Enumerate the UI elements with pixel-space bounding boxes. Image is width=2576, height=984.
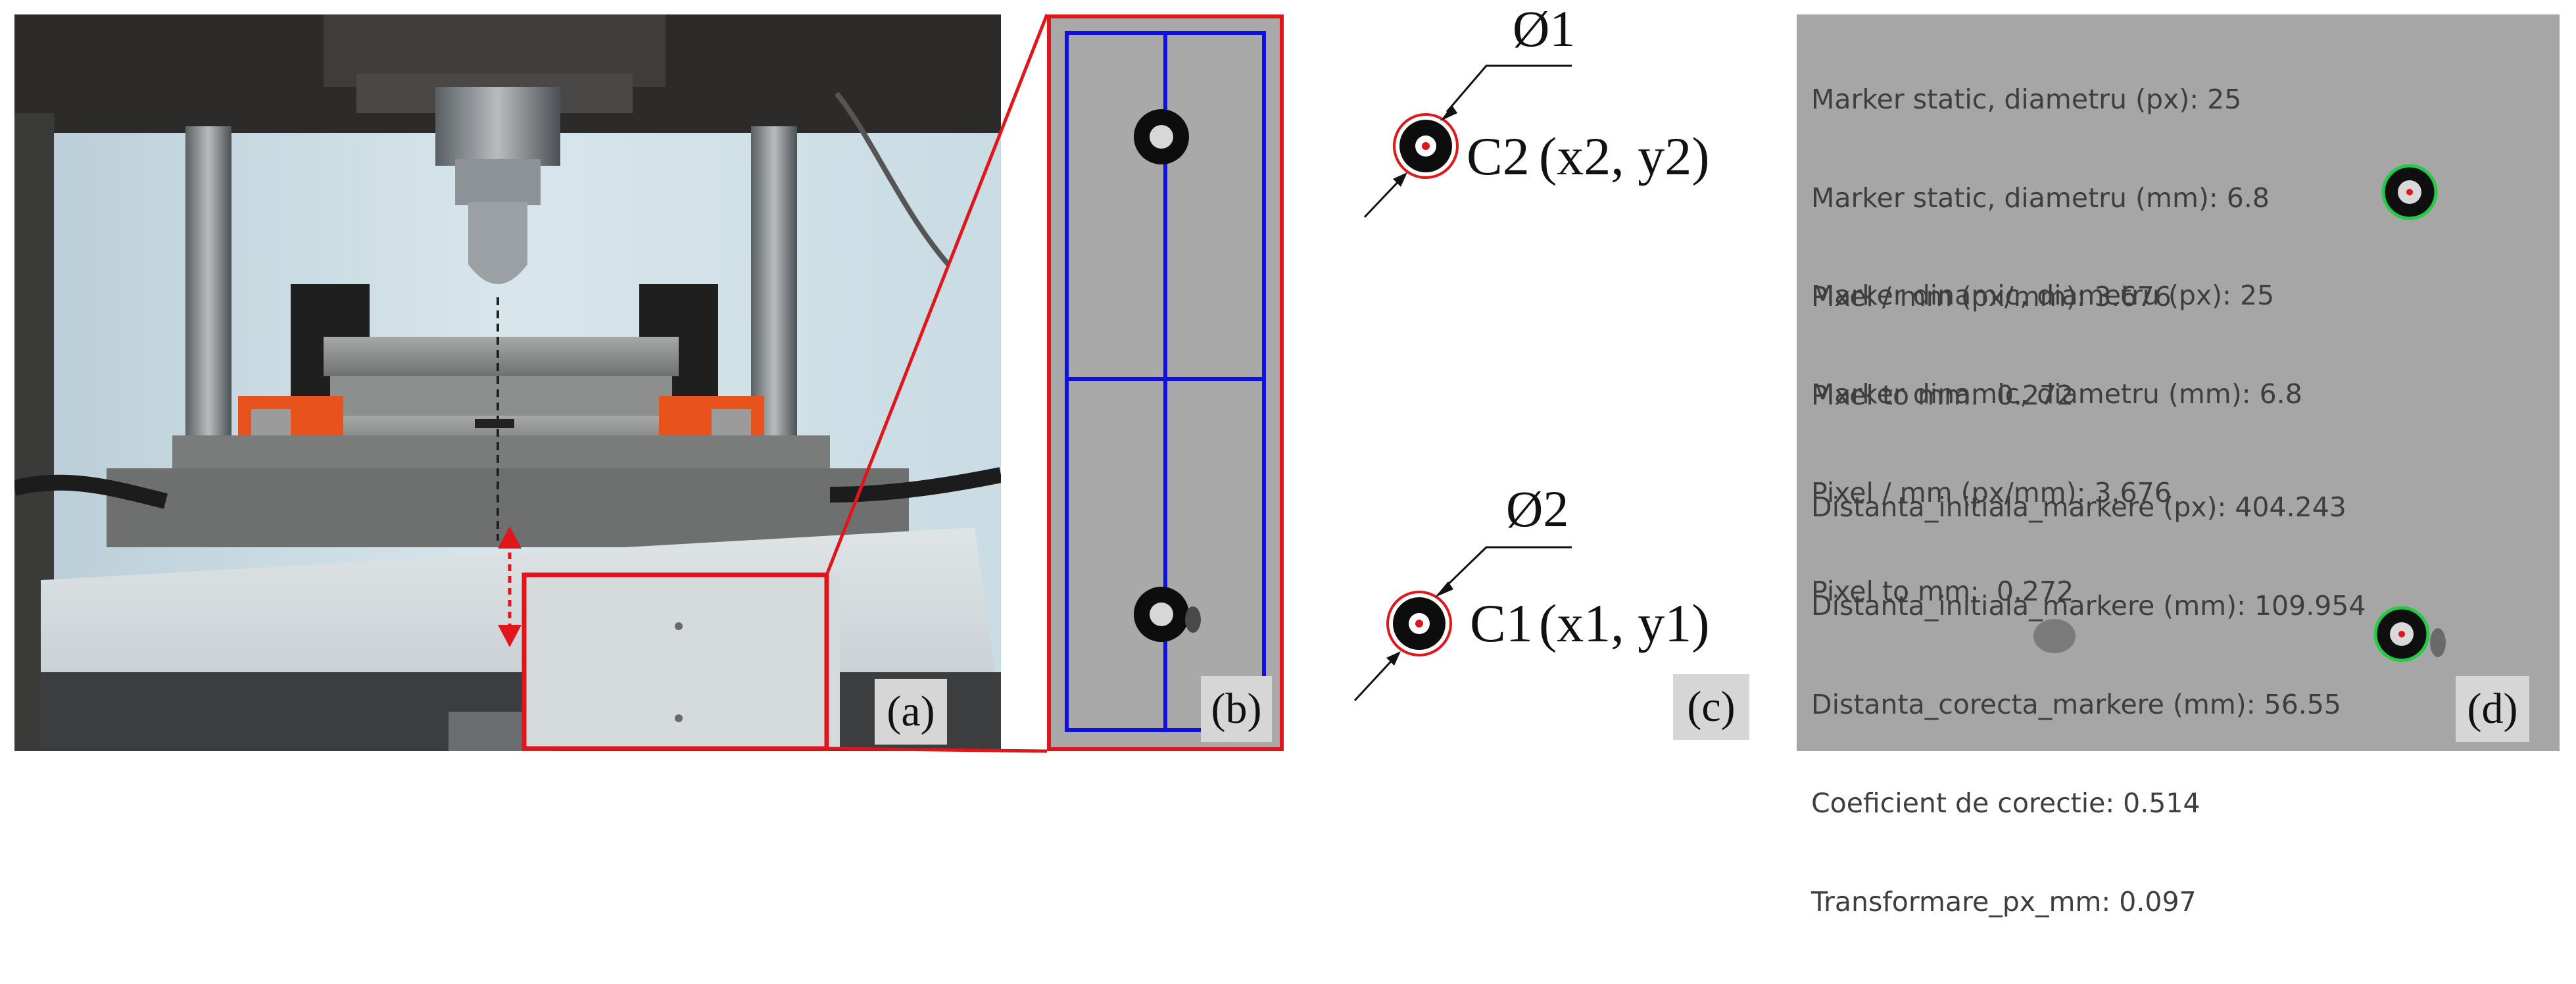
readout-line: Marker dinamic, diametru (mm): 6.8 [1811,378,2302,410]
readout-line: Pixel / mm (px/mm): 3.676 [1811,281,2172,312]
specimen-grid [1065,31,1266,732]
readout-line: Distanta_corecta_markere (mm): 56.55 [1811,689,2341,720]
panel-b-specimen-zoom: (b) [1047,14,1284,751]
c2-arrow [1363,176,1403,218]
readout-line: Coeficient de corectie: 0.514 [1811,787,2200,819]
readout-markers [2033,164,2446,662]
readout-line: Distanta_initiala_markere (mm): 109.954 [1811,590,2366,622]
marker-schematic-svg: Ø1 C2 (x2, y2) Ø2 C1 (x1, y1) [1353,0,1710,702]
readout-line: Marker static, diametru (px): 25 [1811,84,2242,115]
panel-b-label: (b) [1201,676,1272,742]
panel-d-label: (d) [2456,676,2529,742]
panel-d-measurement-readout: Marker static, diametru (px): 25 Marker … [1797,14,2560,918]
c1-arrow [1353,655,1397,702]
distance-readout: Distanta_initiala_markere (px): 404.243 … [1811,425,2366,984]
panel-c-marker-schematic: Ø1 C2 (x2, y2) Ø2 C1 (x1, y1) (c) [1335,0,1769,768]
c2-name: C2 [1467,126,1530,186]
dynamic-marker-readout: Marker dinamic, diametru (px): 25 Marker… [1811,213,2302,674]
panel-c-label: (c) [1673,674,1749,740]
readout-line: Pixel to mm: 0.272 [1811,380,2074,411]
marker-c1-ring [1386,591,1452,656]
c1-name: C1 [1470,593,1533,653]
phi1-leader [1446,64,1572,112]
phi2-leader [1442,546,1572,590]
static-marker-readout: Marker static, diametru (px): 25 Marker … [1811,17,2270,478]
marker-c2-ring [1393,113,1459,179]
c1-coords: (x1, y1) [1539,593,1710,653]
readout-line: Marker static, diametru (mm): 6.8 [1811,182,2270,214]
c2-coords: (x2, y2) [1539,126,1710,186]
phi1-label: Ø1 [1513,0,1575,57]
panel-a-label: (a) [875,679,947,745]
readout-line: Transformare_px_mm: 0.097 [1811,886,2197,918]
phi2-label: Ø2 [1506,480,1568,537]
readout-line: Pixel / mm (px/mm): 3.676 [1811,477,2172,508]
readout-line: Pixel to mm: 0.272 [1811,576,2074,607]
machine-illustration [12,14,1003,751]
readout-line: Marker dinamic, diametru (px): 25 [1811,280,2275,311]
readout-line: Distanta_initiala_markere (px): 404.243 [1811,491,2346,523]
panel-a-machine-photo: (a) [12,14,1003,751]
